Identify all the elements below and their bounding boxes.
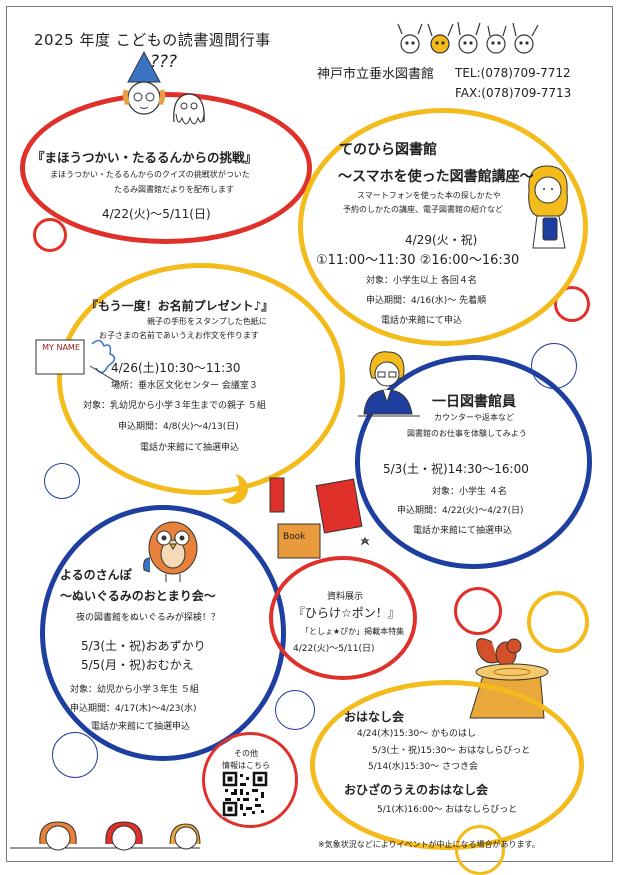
event-namae-datetime: 4/26(土)10:30～11:30 [111,361,241,375]
question-marks: ??? [150,52,178,72]
event-hiza-row: 5/1(木)16:00～ おはなしらびっと [377,805,518,815]
footer-notice: ※気象状況などによりイベントが中止になる場合があります。 [318,840,540,849]
decor-circle [454,587,502,635]
event-namae-title: 『もう一度！お名前プレゼント♪』 [86,299,274,313]
event-tenohira-title: てのひら図書館 [339,142,437,158]
event-ohanashi-row: 5/14(水)15:30～ さつき会 [368,762,479,772]
event-shiryo-label: 資料展示 [327,592,364,602]
name-sign-text: MY NAME [42,343,80,352]
kids-waving-illustration [397,21,539,54]
event-tenohira-desc2: 予約のしかたの講座、電子図書館の紹介など [343,205,503,214]
event-yoru-date1: 5/3(土・祝)おあずかり [81,639,206,653]
event-tenohira-times: ①11:00～11:30 ②16:00～16:30 [316,253,520,268]
event-mahou-date: 4/22(火)～5/11(日) [102,207,211,221]
books-illustration [269,477,370,559]
event-yoru-target: 対象：幼児から小学３年生 ５組 [70,685,199,695]
event-sonota-ring [202,732,298,828]
event-namae-ring [57,263,345,495]
event-ichinichi-target: 対象：小学生 ４名 [432,487,507,497]
name-sign-illustration [35,339,121,385]
event-ohanashi-row: 5/3(土・祝)15:30～ おはなしらびっと [372,746,531,756]
event-ichinichi-desc1: カウンターや返本など [434,413,514,422]
library-name: 神戸市立垂水図書館 [317,67,435,82]
decor-circle [52,732,98,778]
event-ohanashi-title: おはなし会 [344,710,405,724]
event-shiryo-title: 『ひらけ☆ポン！』 [293,606,400,620]
event-sonota-line1: その他 [234,749,258,758]
librarian-illustration [358,351,420,417]
event-yoru-method: 電話か来館にて抽選申込 [91,722,191,732]
decor-circle [554,286,590,322]
decor-circle [527,591,589,653]
children-faces-illustration [10,821,201,851]
event-ichinichi-title: 一日図書館員 [432,394,516,410]
qr-code[interactable] [222,771,268,817]
event-mahou-desc2: たるみ図書館だよりを配布します [114,185,234,194]
event-shiryo-ring [269,556,417,680]
event-yoru-date2: 5/5(月・祝)おむかえ [81,658,194,672]
event-ichinichi-apply: 申込期間：4/22(火)～4/27(日) [397,506,524,516]
event-tenohira-date: 4/29(火・祝) [405,233,478,247]
book-label: Book [283,532,306,542]
event-tenohira-method: 電話か来館にて申込 [381,316,463,326]
event-namae-target: 対象：乳幼児から小学３年生までの親子 ５組 [83,401,266,411]
decor-circle [275,690,315,730]
event-mahou-title: 『まほうつかい・たるるんからの挑戦』 [32,150,258,165]
page-border [6,6,613,862]
event-mahou-ring [20,92,312,244]
event-ohanashi-ring [310,680,584,850]
event-shiryo-date: 4/22(火)～5/11(日) [293,644,375,654]
event-shiryo-desc: 「としょ★ぴか」掲載本特集 [301,627,405,636]
event-namae-desc2: お子さまの名前であいうえお作文を作ります [99,331,259,340]
tel-number: TEL:(078)709-7712 [455,66,571,80]
event-yoru-title: よるのさんぽ [60,568,132,582]
page-title: 2025 年度 こどもの読書週間行事 [34,31,271,49]
event-ichinichi-ring [355,355,592,569]
event-tenohira-target: 対象：小学生以上 各回４名 [366,276,477,286]
wizard-illustration [122,50,205,125]
event-tenohira-ring [298,108,588,346]
event-yoru-desc: 夜の図書館をぬいぐるみが探検！？ [76,613,220,623]
event-mahou-desc1: まほうつかい・たるるんからのクイズの挑戦状がついた [50,170,250,179]
event-hiza-title: おひざのうえのおはなし会 [344,783,489,797]
event-yoru-apply: 申込期間：4/17(木)～4/23(水) [70,704,197,714]
event-tenohira-subtitle: ～スマホを使った図書館講座～ [338,169,534,185]
event-ichinichi-desc2: 図書館のお仕事を体験してみよう [407,429,527,438]
event-ichinichi-datetime: 5/3(土・祝)14:30～16:00 [383,462,529,476]
decor-circle [44,463,80,499]
event-tenohira-desc1: スマートフォンを使った本の探しかたや [357,191,501,200]
fax-number: FAX:(078)709-7713 [455,86,572,100]
owl-illustration [143,521,198,582]
decor-circle [33,218,67,252]
event-tenohira-apply: 申込期間：4/16(水)～ 先着順 [366,296,487,306]
event-namae-place: 場所：垂水区文化センター 会議室３ [111,381,258,391]
event-namae-method: 電話か来館にて抽選申込 [140,443,240,453]
event-ohanashi-row: 4/24(木)15:30～ かものはし [357,729,477,739]
girl-with-phone-illustration [528,165,568,249]
event-namae-desc1: 親子の手形をスタンプした色紙に [147,317,267,326]
event-sonota-line2: 情報はこちら [222,761,270,770]
event-ichinichi-method: 電話か来館にて抽選申込 [413,526,513,536]
event-yoru-subtitle: ～ぬいぐるみのおとまり会～ [60,589,216,603]
event-namae-apply: 申込期間：4/8(火)～4/13(日) [118,422,239,432]
